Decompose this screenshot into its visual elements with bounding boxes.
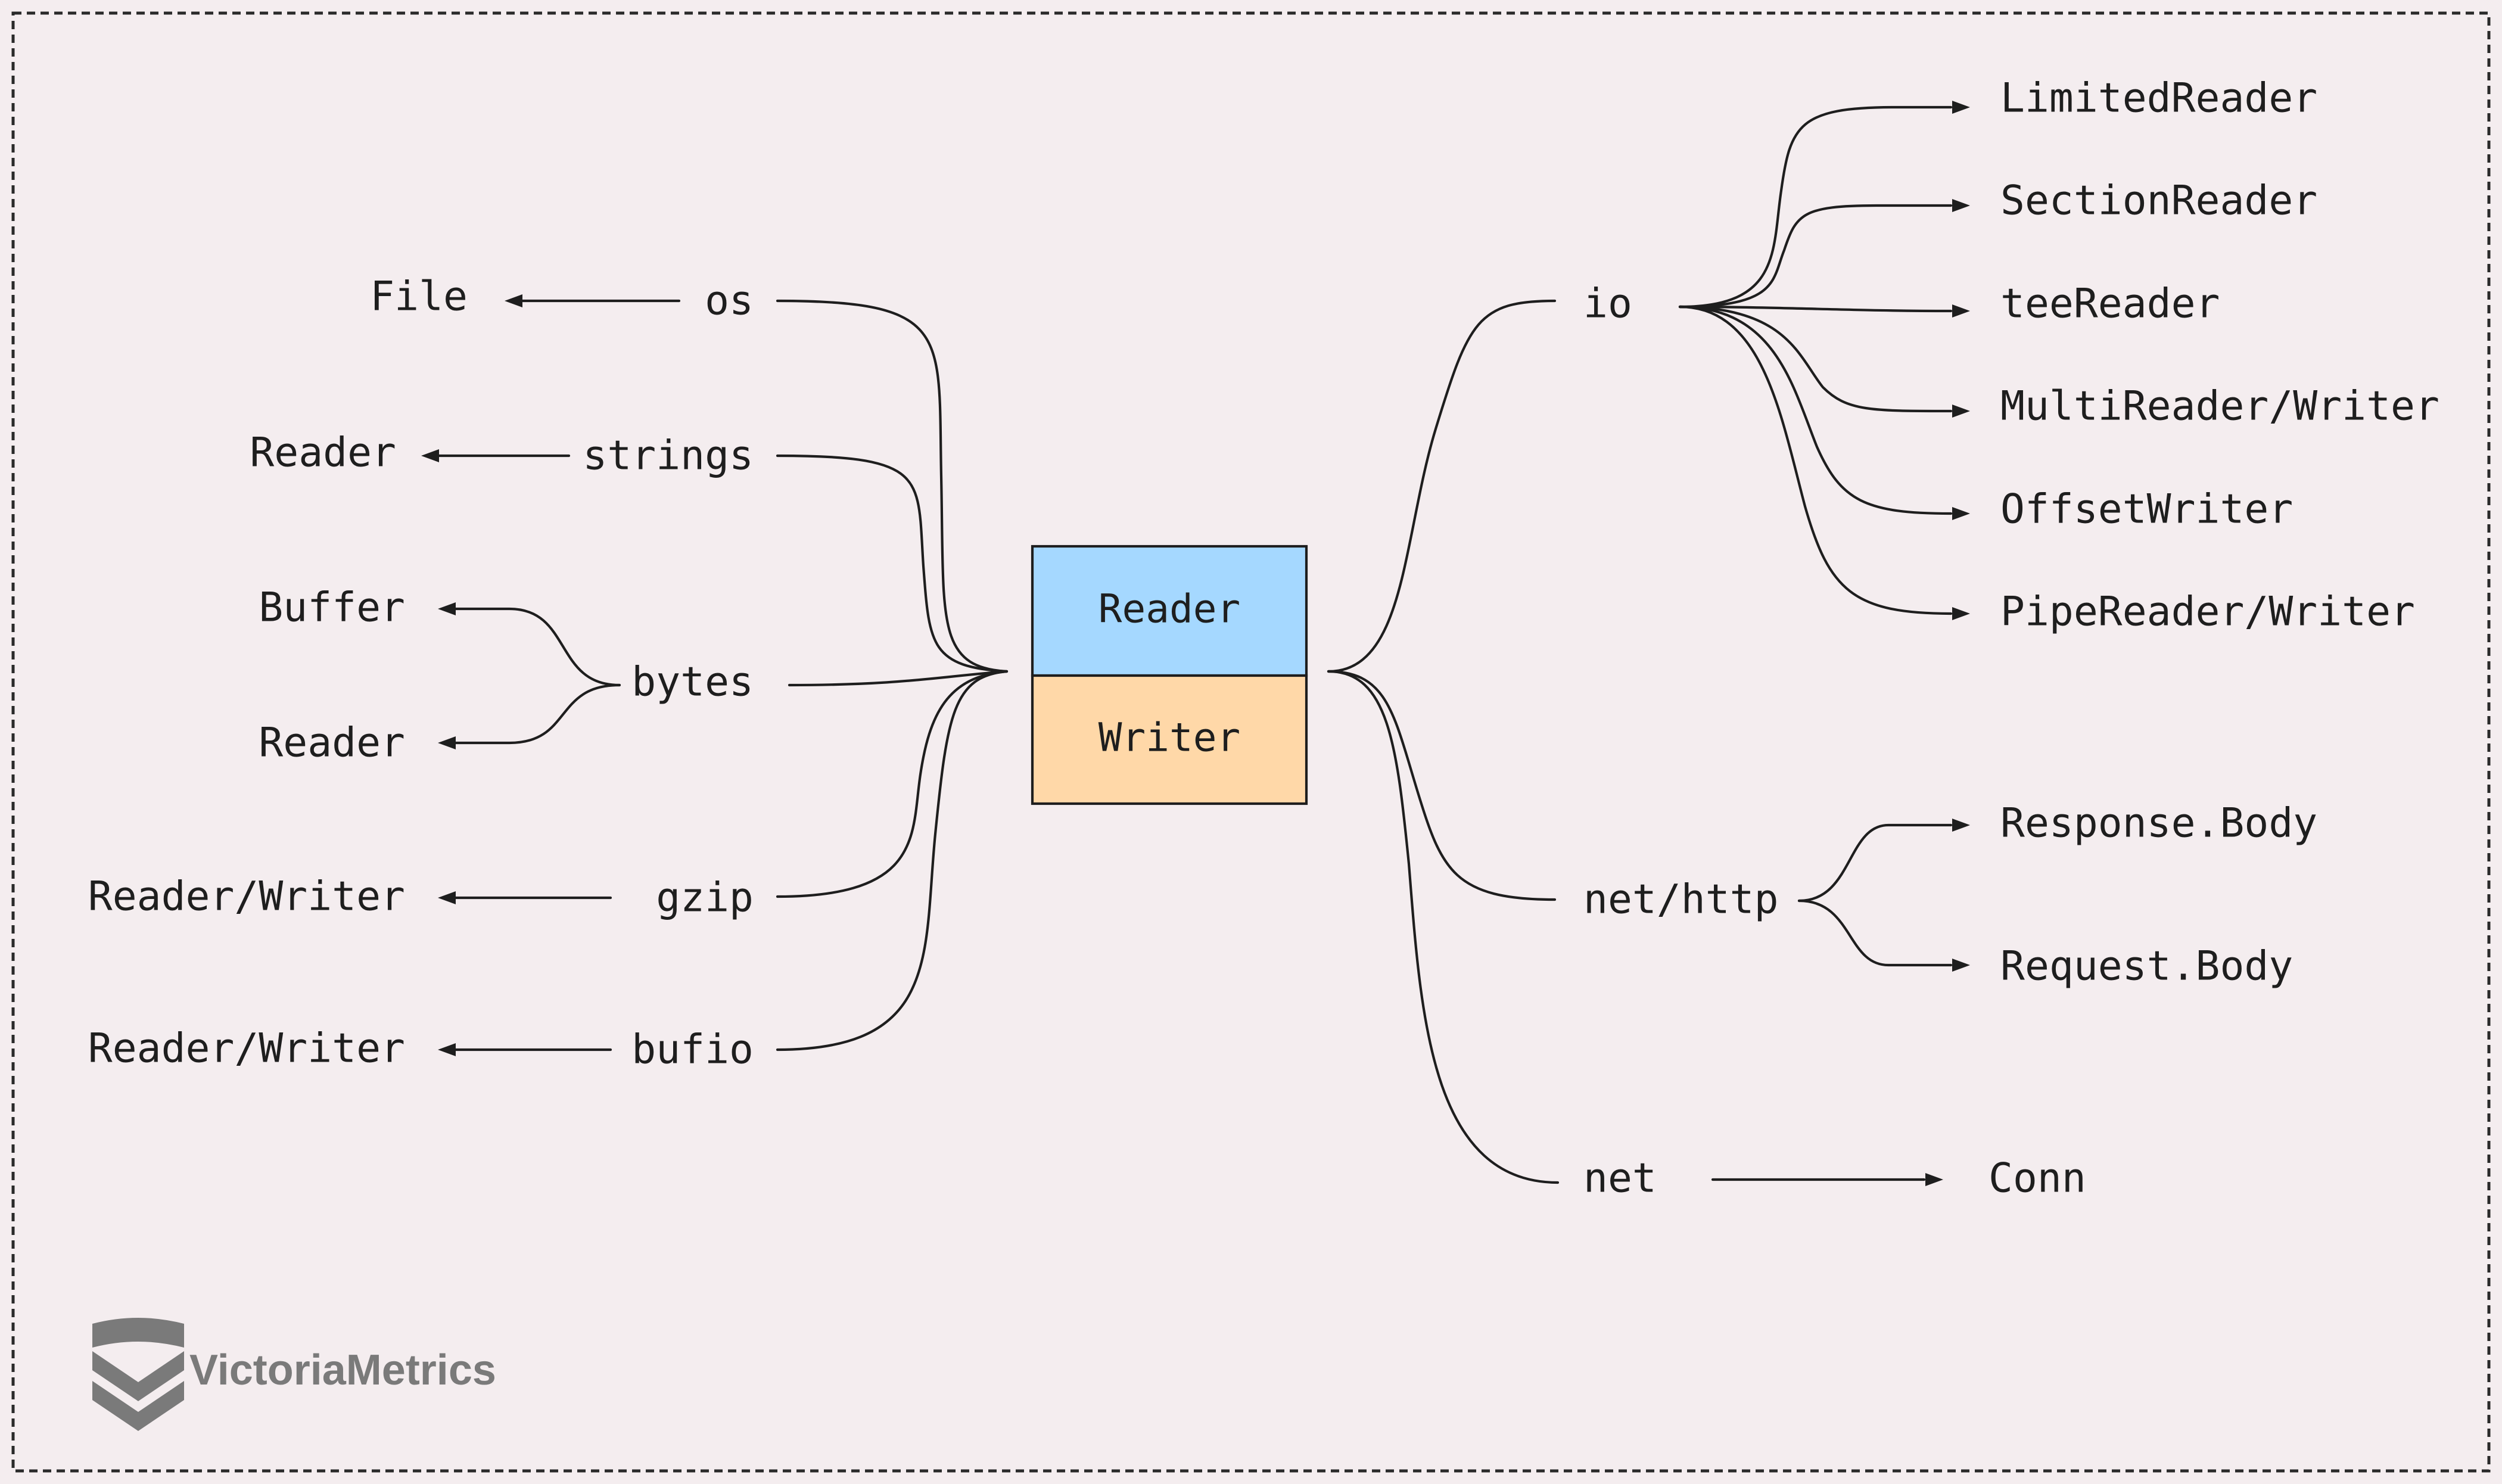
leaf-os-file: File [370, 273, 468, 321]
right-edges [1327, 299, 1560, 1184]
package-nethttp: net/http [1583, 876, 1779, 923]
leaf-io-teereader: teeReader [2000, 281, 2220, 328]
right-leaf-labels: LimitedReader SectionReader teeReader Mu… [1988, 75, 2439, 1202]
edge-bytes-center [788, 670, 1009, 687]
left-leaf-arrows [421, 294, 681, 1056]
leaf-io-pipereaderwriter: PipeReader/Writer [2000, 589, 2415, 636]
edge-io-teereader [1678, 305, 1953, 313]
package-os: os [705, 278, 754, 325]
leaf-io-offsetwriter: OffsetWriter [2000, 486, 2293, 533]
arrowhead-pipereader [1952, 607, 1970, 620]
right-package-labels: io net/http net [1583, 281, 1779, 1202]
net-fanout [1711, 1173, 1943, 1186]
leaf-io-sectionreader: SectionReader [2000, 178, 2317, 225]
edge-gzip-center [776, 670, 1009, 898]
leaf-io-limitedreader: LimitedReader [2000, 75, 2317, 122]
left-leaf-labels: File Reader Buffer Reader Reader/Writer … [88, 273, 468, 1072]
arrowhead-multireader [1952, 405, 1970, 418]
edge-io-multireader [1678, 305, 1953, 413]
brand-logo: VictoriaMetrics [92, 1318, 496, 1431]
edge-os-center [776, 299, 1009, 673]
arrowhead-file [505, 294, 522, 307]
package-bytes: bytes [631, 659, 754, 706]
arrowhead-request [1952, 959, 1970, 972]
arrowhead-response [1952, 819, 1970, 832]
arrowhead-bytes-reader [438, 736, 456, 749]
left-package-labels: os strings bytes gzip bufio [583, 278, 754, 1074]
leaf-bytes-reader: Reader [259, 720, 405, 767]
package-io: io [1583, 281, 1632, 328]
writer-box-label: Writer [1098, 715, 1240, 761]
arrowhead-teereader [1952, 304, 1970, 318]
edge-strings-center [776, 454, 1009, 673]
leaf-nethttp-response: Response.Body [2000, 800, 2317, 847]
leaf-strings-reader: Reader [250, 430, 396, 477]
arrowhead-conn [1925, 1173, 1943, 1186]
edge-io-offsetwriter [1678, 305, 1953, 515]
edge-bytes-buffer [454, 607, 621, 687]
arrowhead-buffer [438, 602, 456, 615]
edge-center-nethttp [1327, 670, 1557, 901]
edge-bytes-reader [454, 683, 621, 745]
edge-io-sectionreader [1678, 204, 1953, 309]
arrowhead-gzip-readerwriter [438, 891, 456, 904]
leaf-bytes-buffer: Buffer [259, 584, 405, 631]
arrowhead-strings-reader [421, 449, 439, 462]
writer-box [1031, 674, 1308, 805]
nethttp-fanout [1797, 819, 1970, 972]
package-bufio: bufio [631, 1026, 754, 1074]
edge-nethttp-response [1797, 823, 1953, 903]
leaf-io-multireaderwriter: MultiReader/Writer [2000, 383, 2439, 430]
arrowhead-bufio-readerwriter [438, 1043, 456, 1056]
center-interface-box: Reader Writer [1031, 545, 1308, 805]
edge-io-pipereader [1678, 305, 1953, 615]
reader-box-label: Reader [1098, 586, 1240, 632]
victoriametrics-chevron-icon [92, 1318, 184, 1431]
edge-center-net [1327, 670, 1560, 1184]
arrowhead-offsetwriter [1952, 507, 1970, 520]
leaf-gzip-readerwriter: Reader/Writer [88, 873, 405, 920]
edge-center-io [1327, 299, 1557, 673]
arrowhead-sectionreader [1952, 199, 1970, 212]
left-edges [776, 299, 1009, 1051]
edge-nethttp-request [1797, 899, 1953, 967]
leaf-net-conn: Conn [1988, 1155, 2086, 1202]
package-net: net [1583, 1155, 1657, 1202]
io-fanout [1678, 101, 1970, 620]
package-strings: strings [583, 433, 754, 480]
arrowhead-limitedreader [1952, 101, 1970, 114]
edge-bufio-center [776, 670, 1009, 1051]
package-gzip: gzip [656, 875, 754, 922]
brand-name: VictoriaMetrics [189, 1346, 496, 1394]
edge-io-limitedreader [1678, 105, 1953, 309]
leaf-nethttp-request: Request.Body [2000, 943, 2293, 990]
leaf-bufio-readerwriter: Reader/Writer [88, 1025, 405, 1072]
